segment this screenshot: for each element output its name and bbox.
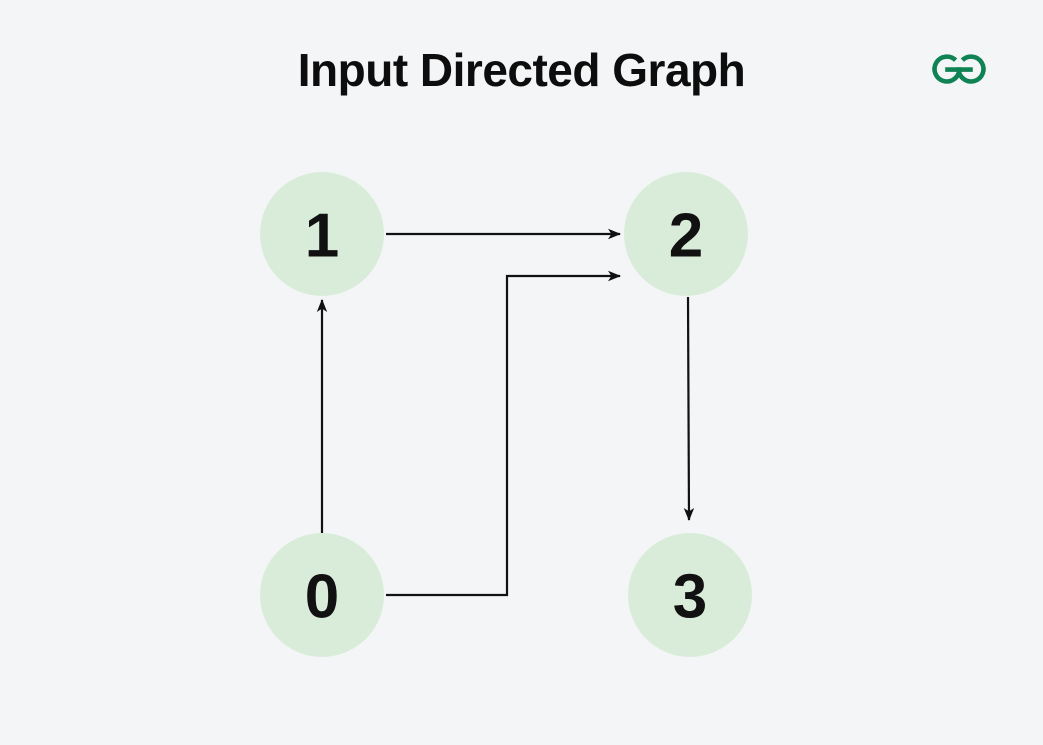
geeksforgeeks-logo [926,44,992,90]
graph-node-3[interactable]: 3 [628,533,752,657]
edge-0-to-2 [386,270,621,597]
graph-nodes: 1 2 0 3 [260,172,752,657]
graph-edges [316,228,695,597]
edge-2-to-3 [683,296,695,521]
node-circle [260,533,384,657]
node-label: 1 [305,202,339,271]
graph-node-1[interactable]: 1 [260,172,384,296]
graph-node-2[interactable]: 2 [624,172,748,296]
node-label: 2 [669,202,703,271]
page-title: Input Directed Graph [297,44,746,96]
node-label: 0 [305,563,339,632]
node-circle [260,172,384,296]
node-circle [624,172,748,296]
node-circle [628,533,752,657]
node-label: 3 [673,563,707,632]
graph-node-0[interactable]: 0 [260,533,384,657]
